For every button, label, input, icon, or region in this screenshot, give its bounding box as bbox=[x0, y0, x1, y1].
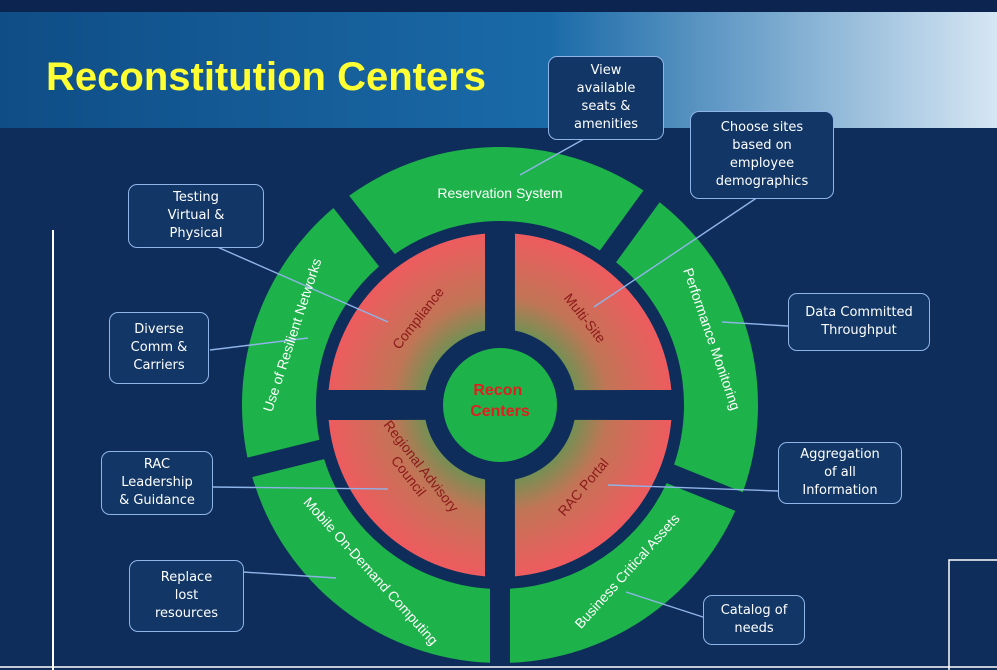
hub-label: Recon Centers bbox=[470, 382, 530, 420]
outer-ring bbox=[242, 147, 758, 663]
callout-aggregation-of-all-information: Aggregation of all Information bbox=[778, 442, 902, 504]
connector-line bbox=[625, 591, 707, 619]
inner-disk bbox=[328, 233, 672, 577]
connector-line bbox=[209, 337, 309, 351]
ring-segment-mobile-on-demand-computing bbox=[252, 459, 491, 663]
connector-line bbox=[607, 484, 779, 492]
ring-segment-reservation-system bbox=[349, 147, 644, 255]
callout-choose-sites-based-on-employee-demographics: Choose sites based on employee demograph… bbox=[690, 111, 834, 199]
connector-line bbox=[242, 571, 337, 579]
connector-line bbox=[593, 196, 759, 308]
connector-line bbox=[721, 321, 789, 327]
callout-replace-lost-resources: Replace lost resources bbox=[129, 560, 244, 632]
quadrant-multi-site bbox=[514, 233, 672, 391]
ring-segment-business-critical-assets bbox=[509, 483, 736, 663]
hub-circle bbox=[443, 348, 557, 462]
callout-testing-virtual-physical: Testing Virtual & Physical bbox=[128, 184, 264, 248]
connector-line bbox=[214, 245, 389, 323]
ring-segment-performance-monitoring bbox=[616, 202, 758, 493]
callout-rac-leadership-guidance: RAC Leadership & Guidance bbox=[101, 451, 213, 515]
right-frame-corner bbox=[948, 559, 997, 670]
quadrant-regional-advisory-council bbox=[328, 419, 486, 577]
ring-segment-use-of-resilient-networks bbox=[242, 208, 380, 458]
connector-line bbox=[211, 486, 389, 490]
quadrant-rac-portal bbox=[514, 419, 672, 577]
connector-line bbox=[519, 138, 585, 176]
top-strip bbox=[0, 0, 997, 12]
header-band bbox=[0, 12, 997, 128]
quadrant-compliance bbox=[328, 233, 486, 391]
callout-view-available-seats-amenities: View available seats & amenities bbox=[548, 56, 664, 140]
ring-label-reservation-system: Reservation System bbox=[437, 185, 562, 201]
callout-diverse-comm-carriers: Diverse Comm & Carriers bbox=[109, 312, 209, 384]
callout-connectors bbox=[209, 138, 789, 619]
callout-catalog-of-needs: Catalog of needs bbox=[703, 595, 805, 645]
slide-title: Reconstitution Centers bbox=[46, 55, 486, 99]
callout-data-committed-throughput: Data Committed Throughput bbox=[788, 293, 930, 351]
